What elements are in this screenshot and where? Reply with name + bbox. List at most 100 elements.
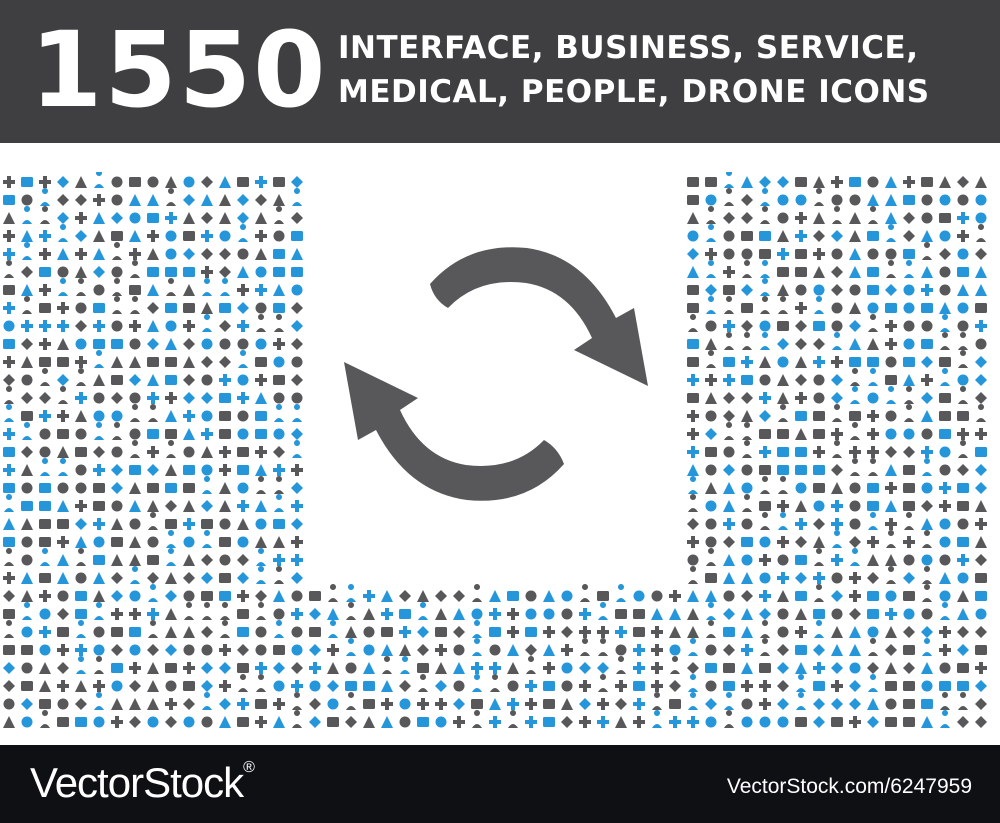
- wall-glyph-icon: [579, 698, 591, 710]
- wall-glyph-icon: [111, 500, 123, 512]
- wall-glyph-icon: [183, 681, 195, 691]
- image-reference: VectorStock.com/6247959: [726, 775, 972, 798]
- wall-glyph-icon: [111, 590, 123, 602]
- wall-glyph-icon: [453, 626, 465, 638]
- wall-glyph-icon: [597, 591, 609, 601]
- wall-glyph-icon: [472, 584, 482, 602]
- wall-glyph-icon: [579, 662, 591, 674]
- wall-glyph-icon: [202, 530, 212, 548]
- wall-glyph-icon: [706, 296, 716, 314]
- wall-glyph-icon: [256, 566, 266, 584]
- wall-glyph-icon: [255, 411, 267, 421]
- wall-glyph-icon: [939, 302, 951, 314]
- wall-glyph-icon: [273, 680, 285, 692]
- wall-glyph-icon: [111, 644, 123, 656]
- wall-glyph-icon: [21, 446, 33, 458]
- wall-glyph-icon: [291, 248, 303, 260]
- wall-glyph-icon: [975, 518, 987, 530]
- wall-glyph-icon: [3, 464, 15, 476]
- wall-glyph-icon: [903, 374, 915, 386]
- wall-glyph-icon: [273, 536, 285, 548]
- wall-glyph-icon: [957, 320, 969, 332]
- wall-glyph-icon: [633, 716, 645, 728]
- wall-glyph-icon: [39, 644, 51, 656]
- wall-glyph-icon: [687, 374, 699, 386]
- wall-glyph-icon: [813, 681, 825, 691]
- wall-glyph-icon: [724, 422, 734, 440]
- wall-glyph-icon: [849, 716, 861, 728]
- wall-glyph-icon: [21, 392, 33, 404]
- wall-glyph-icon: [957, 230, 969, 242]
- wall-glyph-icon: [255, 248, 267, 260]
- wall-glyph-icon: [939, 411, 951, 421]
- wall-glyph-icon: [237, 536, 249, 548]
- wall-glyph-icon: [111, 518, 123, 530]
- wall-glyph-icon: [111, 627, 123, 637]
- wall-glyph-icon: [21, 284, 33, 296]
- wall-glyph-icon: [111, 482, 123, 494]
- wall-glyph-icon: [885, 176, 897, 188]
- wall-glyph-icon: [921, 699, 933, 709]
- wall-glyph-icon: [417, 644, 429, 656]
- wall-glyph-icon: [723, 500, 735, 512]
- wall-glyph-icon: [201, 176, 213, 188]
- wall-glyph-icon: [777, 500, 789, 512]
- wall-glyph-icon: [255, 357, 267, 367]
- wall-glyph-icon: [4, 404, 14, 422]
- wall-glyph-icon: [579, 626, 591, 638]
- wall-glyph-icon: [129, 518, 141, 530]
- wall-glyph-icon: [921, 177, 933, 187]
- wall-glyph-icon: [166, 278, 176, 296]
- wall-glyph-icon: [130, 260, 140, 278]
- wall-glyph-icon: [219, 212, 231, 224]
- wall-glyph-icon: [75, 680, 87, 692]
- wall-glyph-icon: [741, 320, 753, 332]
- wall-glyph-icon: [903, 212, 915, 224]
- wall-glyph-icon: [237, 194, 249, 206]
- wall-glyph-icon: [201, 519, 213, 529]
- wall-glyph-icon: [57, 302, 69, 314]
- wall-glyph-icon: [903, 591, 915, 601]
- wall-glyph-icon: [886, 260, 896, 278]
- wall-glyph-icon: [255, 590, 267, 602]
- wall-glyph-icon: [183, 483, 195, 493]
- wall-glyph-icon: [849, 320, 861, 332]
- wall-glyph-icon: [489, 716, 501, 728]
- wall-glyph-icon: [921, 716, 933, 728]
- wall-glyph-icon: [255, 644, 267, 656]
- wall-glyph-icon: [813, 483, 825, 493]
- wall-glyph-icon: [867, 194, 879, 206]
- wall-glyph-icon: [21, 554, 33, 566]
- wall-glyph-icon: [166, 530, 176, 548]
- wall-glyph-icon: [165, 500, 177, 512]
- wall-glyph-icon: [687, 410, 699, 422]
- wall-glyph-icon: [688, 638, 698, 656]
- wall-glyph-icon: [291, 590, 303, 602]
- wall-glyph-icon: [39, 537, 51, 547]
- wall-glyph-icon: [867, 267, 879, 277]
- wall-glyph-icon: [831, 464, 843, 476]
- wall-glyph-icon: [975, 338, 987, 350]
- wall-glyph-icon: [418, 674, 428, 692]
- wall-glyph-icon: [723, 590, 735, 602]
- wall-glyph-icon: [687, 464, 699, 476]
- wall-glyph-icon: [273, 356, 285, 368]
- wall-glyph-icon: [130, 566, 140, 584]
- wall-glyph-icon: [381, 590, 393, 602]
- wall-glyph-icon: [922, 458, 932, 476]
- wall-glyph-icon: [273, 464, 285, 476]
- wall-glyph-icon: [903, 338, 915, 350]
- wall-glyph-icon: [921, 554, 933, 566]
- wall-glyph-icon: [382, 656, 392, 674]
- wall-glyph-icon: [723, 464, 735, 476]
- wall-glyph-icon: [309, 680, 321, 692]
- wall-glyph-icon: [867, 176, 879, 188]
- wall-glyph-icon: [93, 644, 105, 656]
- wall-glyph-icon: [724, 710, 734, 728]
- wall-glyph-icon: [256, 674, 266, 692]
- wall-glyph-icon: [561, 608, 573, 620]
- wall-glyph-icon: [237, 590, 249, 602]
- wall-glyph-icon: [129, 392, 141, 404]
- wall-glyph-icon: [111, 212, 123, 224]
- wall-glyph-icon: [93, 212, 105, 224]
